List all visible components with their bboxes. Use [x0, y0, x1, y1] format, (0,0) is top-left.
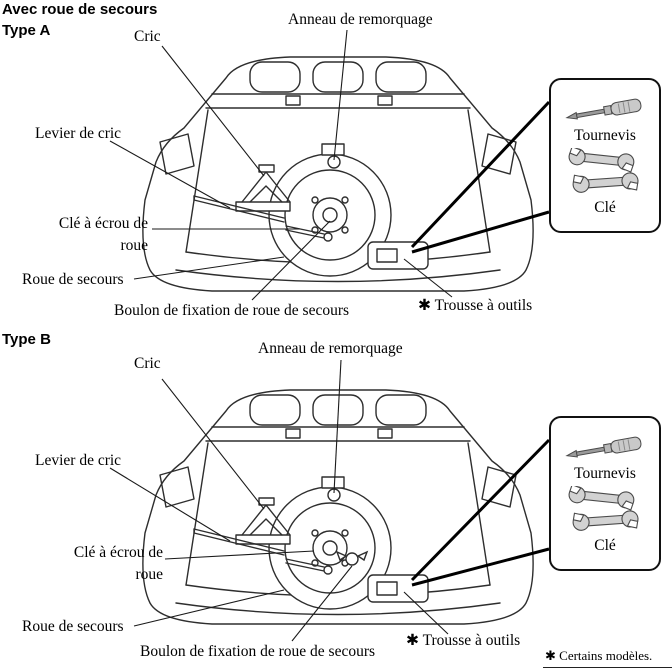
leader-lines: [109, 29, 453, 642]
leader-trousse-b: [403, 591, 449, 635]
label-trousse-outils-b: ✱ Trousse à outils: [406, 632, 521, 649]
wrench-icon: [568, 486, 635, 511]
callout-line-a-top: [410, 100, 551, 249]
toolbox-inset-a: Tournevis Clé: [549, 78, 661, 233]
label-cle-ecrou-a: Clé à écrou de roue: [58, 215, 148, 254]
leader-cle-ecrou-b: [164, 550, 315, 560]
label-boulon-fixation-a: Boulon de fixation de roue de secours: [114, 302, 350, 319]
page-title: Avec roue de secours: [2, 1, 158, 18]
wrench-icon: [568, 148, 635, 173]
label-cric-b: Cric: [134, 355, 161, 372]
spare-wheel-bolt-icon: [335, 550, 369, 566]
label-trousse-outils-a: ✱ Trousse à outils: [418, 297, 533, 314]
label-anneau-remorquage-a: Anneau de remorquage: [288, 11, 433, 28]
leader-roue-b: [133, 589, 285, 627]
label-roue-secours-b: Roue de secours: [22, 618, 124, 635]
label-cle-ecrou-b: Clé à écrou de roue: [73, 544, 163, 583]
callout-line-b-top: [410, 438, 551, 582]
leader-boulon-b: [291, 565, 353, 642]
callout-lines: [410, 100, 551, 587]
toolbox-inset-b: Tournevis Clé: [549, 416, 661, 571]
leader-roue-a: [133, 256, 285, 280]
page-edge-rule: [543, 667, 672, 668]
callout-line-b-bottom: [411, 547, 550, 587]
label-cle-b: Clé: [594, 537, 616, 554]
label-cle-a: Clé: [594, 199, 616, 216]
wrench-icon: [572, 510, 639, 531]
leader-anneau-b: [333, 359, 342, 494]
footnote-certains-modeles: ✱ Certains modèles.: [545, 648, 653, 663]
car-diagram-type-a: [142, 56, 534, 292]
callout-line-a-bottom: [411, 210, 550, 254]
screwdriver-icon: [565, 436, 642, 458]
leader-boulon-a: [251, 220, 331, 301]
label-roue-secours-a: Roue de secours: [22, 271, 124, 288]
type-a-heading: Type A: [2, 22, 51, 39]
label-tournevis-a: Tournevis: [574, 127, 636, 144]
leader-cric-b: [161, 378, 265, 510]
leader-trousse-a: [403, 258, 453, 298]
label-cric-a: Cric: [134, 28, 161, 45]
label-tournevis-b: Tournevis: [574, 465, 636, 482]
wrench-icon: [572, 172, 639, 193]
wrenches-icon: [568, 486, 639, 531]
leader-anneau-a: [333, 29, 348, 161]
label-levier-cric-b: Levier de cric: [35, 452, 122, 469]
leader-cric-a: [161, 45, 265, 177]
label-anneau-remorquage-b: Anneau de remorquage: [258, 340, 403, 357]
leader-levier-a: [109, 140, 231, 209]
type-b-heading: Type B: [2, 331, 51, 348]
leader-levier-b: [109, 467, 231, 542]
label-levier-cric-a: Levier de cric: [35, 125, 122, 142]
label-boulon-fixation-b: Boulon de fixation de roue de secours: [140, 643, 376, 660]
wrenches-icon: [568, 148, 639, 193]
screwdriver-icon: [565, 98, 642, 120]
